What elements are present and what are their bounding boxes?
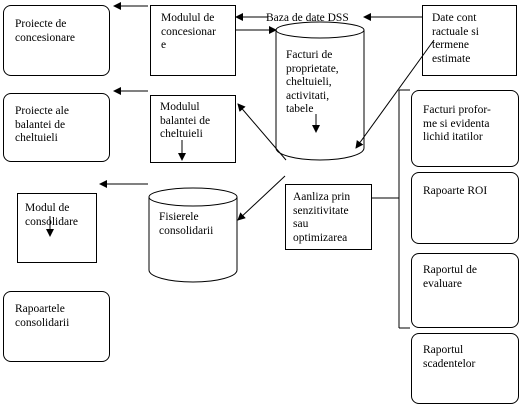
label-modulul-balantei: Modulul balantei de cheltuieli [160, 101, 211, 140]
arrow-database-to-modul-balantei [237, 103, 287, 161]
box-analiza-senzitivitate: Aanliza prin senzitivitate sau optimizar… [285, 184, 372, 250]
label-modulul-concesionare: Modulul de concesionar e [161, 12, 216, 51]
box-rapoarte-roi: Rapoarte ROI [411, 172, 519, 244]
label-rapoartele-consolidarii: Rapoartele consolidarii [15, 303, 70, 329]
box-raportul-scadentelor: Raportul scadentelor [411, 333, 519, 404]
label-raportul-scadentelor: Raportul scadentelor [423, 344, 476, 370]
arrow-analiza-to-fisiere [237, 175, 286, 221]
report-bracket [372, 89, 410, 329]
label-date-contractuale: Date cont ractuale si termene estimate [432, 12, 479, 65]
box-proiecte-balantei: Proiecte ale balantei de cheltuieli [3, 93, 110, 162]
label-facturi-proforme: Facturi profor- me si evidenta lichid it… [423, 104, 491, 143]
label-fisierele-consolidarii: Fisierele consolidarii [159, 211, 214, 237]
label-analiza-senzitivitate: Aanliza prin senzitivitate sau optimizar… [293, 191, 351, 244]
label-proiecte-concesionare: Proiecte de concesionare [15, 18, 76, 44]
label-modul-consolidare: Modul de consolidare [25, 202, 79, 228]
label-rapoarte-roi: Rapoarte ROI [423, 185, 488, 197]
box-modulul-balantei: Modulul balantei de cheltuieli [150, 95, 236, 163]
label-facturi-de-proprietate: Facturi de proprietate, cheltuieli, acti… [286, 49, 339, 115]
box-modulul-concesionare: Modulul de concesionar e [150, 5, 236, 76]
label-proiecte-balantei: Proiecte ale balantei de cheltuieli [15, 105, 69, 144]
box-raportul-evaluare: Raportul de evaluare [411, 253, 519, 328]
box-modul-consolidare: Modul de consolidare [17, 193, 97, 263]
label-raportul-evaluare: Raportul de evaluare [423, 264, 477, 290]
box-proiecte-concesionare: Proiecte de concesionare [3, 5, 110, 76]
box-rapoartele-consolidarii: Rapoartele consolidarii [3, 291, 110, 362]
box-facturi-proforme: Facturi profor- me si evidenta lichid it… [411, 90, 519, 167]
arrow-date-contractuale-to-database [355, 39, 435, 149]
box-date-contractuale: Date cont ractuale si termene estimate [422, 5, 517, 76]
label-baza-de-date: Baza de date DSS [266, 12, 349, 24]
consolidation-files-cylinder [148, 187, 238, 283]
